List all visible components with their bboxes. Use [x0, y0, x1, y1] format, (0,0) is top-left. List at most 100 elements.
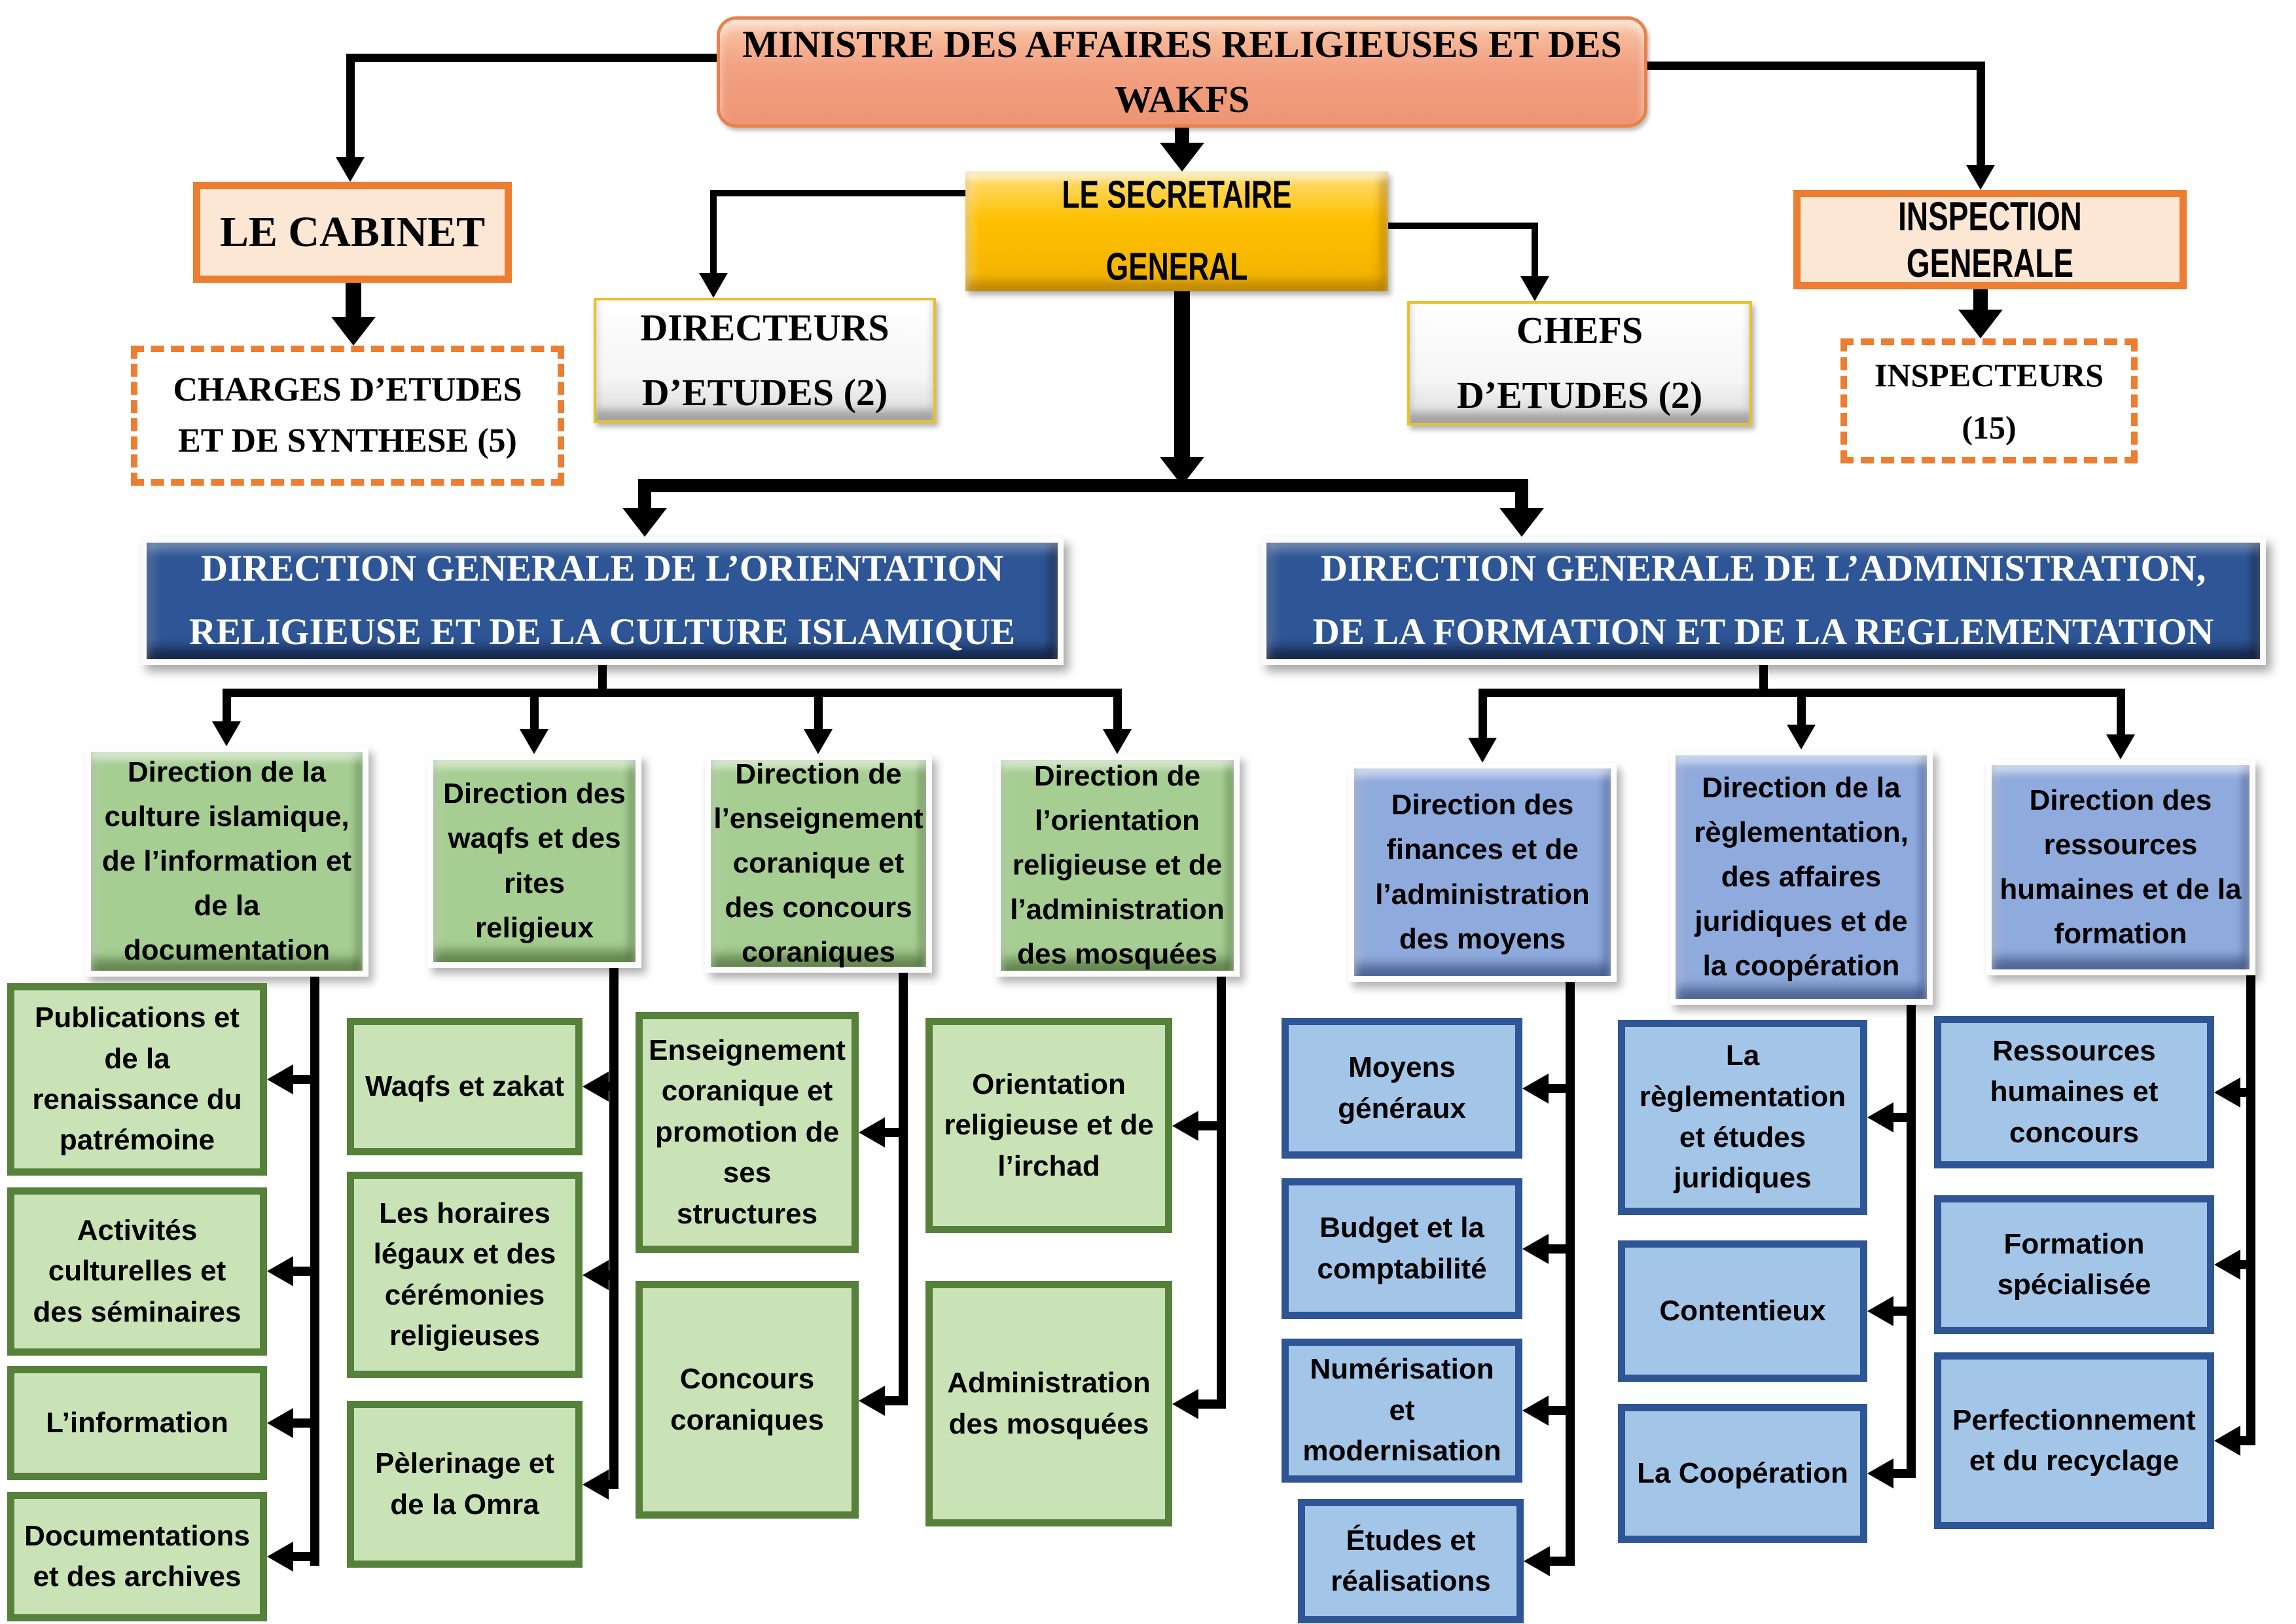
service-label: Administration des mosquées: [947, 1367, 1151, 1440]
direction-label: Direction des waqfs et des rites religie…: [443, 778, 626, 944]
connector-line: [638, 479, 651, 509]
service-box-concours-coraniques: Concours coraniques: [636, 1281, 859, 1519]
service-label: Contentieux: [1659, 1294, 1826, 1327]
arrow-left-icon: [267, 1064, 293, 1094]
cabinet-label: LE CABINET: [219, 208, 486, 256]
arrow-left-icon: [2214, 1077, 2240, 1108]
arrow-left-icon: [267, 1542, 293, 1572]
connector-line: [899, 973, 908, 1405]
connector-line: [1515, 479, 1528, 509]
connector-line: [1546, 1244, 1575, 1254]
connector-line: [1547, 1557, 1575, 1566]
direction-box-reglementation: Direction de la règlementation, des affa…: [1670, 749, 1933, 1005]
arrow-down-icon: [1520, 276, 1549, 301]
direction-box-enseignement: Direction de l’enseignement coranique et…: [705, 754, 932, 973]
direction-box-waqfs: Direction des waqfs et des rites religie…: [427, 754, 641, 968]
arrow-down-icon: [1966, 165, 1995, 190]
connector-line: [598, 665, 607, 693]
service-box-activites: Activités culturelles et des séminaires: [7, 1187, 267, 1356]
connector-line: [1196, 1399, 1226, 1409]
inspecteurs-label: (15): [1962, 408, 2017, 446]
chefs-etudes-box: CHEFS D’ETUDES (2): [1407, 301, 1752, 425]
arrow-left-icon: [1522, 1074, 1549, 1104]
service-box-moyens-generaux: Moyens généraux: [1282, 1018, 1522, 1159]
dg-orientation-title: DIRECTION GENERALE DE L’ORIENTATION: [200, 548, 1004, 590]
connector-line: [606, 1271, 619, 1280]
service-box-waqfs-zakat: Waqfs et zakat: [347, 1018, 583, 1155]
arrow-down-icon: [520, 729, 548, 754]
connector-line: [223, 689, 231, 724]
connector-line: [291, 1552, 319, 1561]
service-label: Waqfs et zakat: [365, 1070, 564, 1102]
connector-line: [882, 1128, 908, 1137]
secretaire-general-label: LE SECRETAIRE: [1062, 173, 1292, 217]
connector-line: [1388, 223, 1535, 229]
direction-label: Direction de l’orientation religieuse et…: [1010, 759, 1225, 971]
connector-line: [1546, 1084, 1575, 1093]
charges-etudes-label: ET DE SYNTHESE (5): [178, 422, 517, 460]
arrow-left-icon: [1172, 1111, 1198, 1141]
connector-line: [606, 1480, 619, 1489]
arrow-left-icon: [1522, 1396, 1549, 1426]
arrow-left-icon: [1867, 1102, 1893, 1132]
service-box-publications: Publications et de la renaissance du pat…: [7, 983, 267, 1176]
arrow-left-icon: [1522, 1234, 1549, 1264]
service-label: Formation spécialisée: [1997, 1227, 2151, 1301]
inspection-generale-label: INSPECTION GENERALE: [1898, 193, 2082, 286]
connector-line: [638, 479, 1528, 492]
service-box-reglementation-juridique: La règlementation et études juridiques: [1618, 1020, 1867, 1215]
service-label: Enseignement coranique et promotion de s…: [649, 1034, 846, 1230]
connector-line: [1113, 689, 1122, 732]
connector-line: [1977, 62, 1985, 165]
arrow-left-icon: [1867, 1458, 1893, 1489]
connector-line: [346, 283, 361, 319]
directeurs-etudes-box: DIRECTEURS D’ETUDES (2): [594, 298, 936, 423]
connector-line: [609, 968, 619, 1489]
service-label: Publications et de la renaissance du pat…: [32, 1001, 242, 1157]
connector-line: [1891, 1307, 1916, 1316]
service-label: Documentations et des archives: [24, 1519, 250, 1593]
arrow-left-icon: [1172, 1389, 1198, 1419]
service-label: La Coopération: [1637, 1456, 1848, 1489]
service-box-etudes-realisations: Études et réalisations: [1298, 1499, 1524, 1623]
service-label: Les horaires légaux et des cérémonies re…: [373, 1197, 556, 1352]
service-label: L’information: [46, 1406, 228, 1439]
service-box-documentations: Documentations et des archives: [7, 1492, 267, 1621]
service-box-budget: Budget et la comptabilité: [1282, 1178, 1522, 1319]
arrow-left-icon: [1867, 1296, 1893, 1326]
service-box-contentieux: Contentieux: [1618, 1240, 1867, 1382]
service-label: Études et réalisations: [1331, 1524, 1491, 1597]
connector-line: [710, 190, 717, 273]
connector-line: [223, 689, 1122, 697]
connector-line: [1907, 1005, 1916, 1478]
connector-line: [1174, 291, 1190, 460]
arrow-down-icon: [1499, 508, 1544, 537]
service-box-formation-specialisee: Formation spécialisée: [1934, 1195, 2214, 1334]
service-box-enseignement-coranique: Enseignement coranique et promotion de s…: [636, 1012, 859, 1253]
connector-line: [2238, 1436, 2255, 1445]
direction-label: Direction des ressources humaines et de …: [2000, 784, 2242, 950]
direction-label: Direction des finances et de l’administr…: [1375, 789, 1590, 955]
arrow-left-icon: [1524, 1546, 1550, 1576]
ministre-box: MINISTRE DES AFFAIRES RELIGIEUSES ET DES…: [717, 16, 1647, 128]
arrow-left-icon: [2214, 1426, 2240, 1456]
service-label: Concours coraniques: [670, 1363, 824, 1436]
arrow-down-icon: [331, 317, 376, 346]
arrow-down-icon: [622, 508, 667, 537]
cabinet-box: LE CABINET: [193, 182, 512, 283]
service-box-horaires: Les horaires légaux et des cérémonies re…: [347, 1172, 583, 1378]
service-label: Budget et la comptabilité: [1317, 1212, 1487, 1285]
connector-line: [1891, 1113, 1916, 1122]
service-box-pelerinage: Pèlerinage et de la Omra: [347, 1401, 583, 1568]
connector-line: [1759, 665, 1768, 693]
service-label: Numérisation et modernisation: [1302, 1353, 1501, 1468]
dg-administration-box: DIRECTION GENERALE DE L’ADMINISTRATION, …: [1261, 537, 2266, 665]
direction-box-orientation: Direction de l’orientation religieuse et…: [995, 754, 1240, 977]
connector-line: [2117, 689, 2125, 737]
arrow-left-icon: [267, 1408, 293, 1438]
arrow-left-icon: [267, 1256, 293, 1286]
dg-administration-title: DIRECTION GENERALE DE L’ADMINISTRATION,: [1320, 548, 2206, 590]
service-label: Ressources humaines et concours: [1990, 1034, 2159, 1149]
service-box-perfectionnement: Perfectionnement et du recyclage: [1934, 1352, 2214, 1529]
